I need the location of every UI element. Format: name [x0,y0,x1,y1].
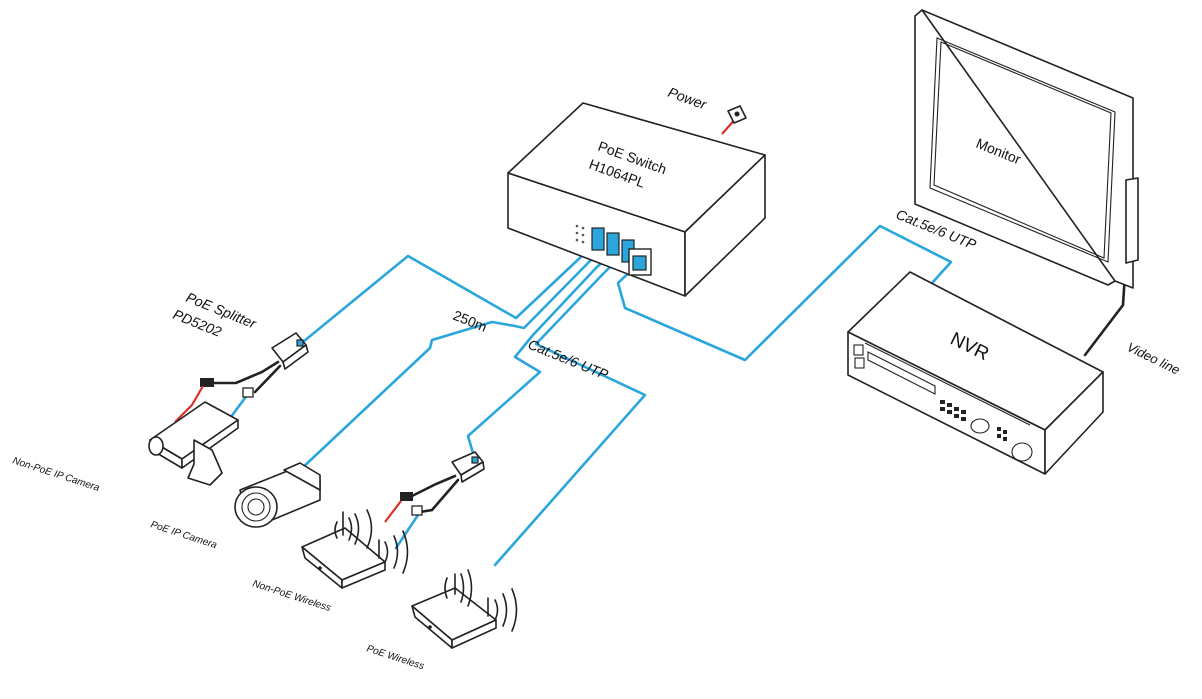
poe-camera-label: PoE IP Camera [149,519,219,551]
poe-wireless-label: PoE Wireless [365,643,425,672]
cable-switch-to-nvr [616,224,953,362]
power-label: Power [666,84,710,113]
cable-switch-to-poe-wireless [493,256,647,567]
poe-splitter-icon [174,332,309,423]
cat-label-middle: Cat.5e/6 UTP [526,336,611,383]
video-line-label: Video line [1125,339,1183,377]
port-2 [606,232,620,256]
non-poe-camera-label: Non-PoE IP Camera [11,455,101,494]
nvr-icon [847,271,1104,475]
bullet-camera-icon [234,462,321,528]
non-poe-wireless-label: Non-PoE Wireless [251,578,332,614]
wireless-router-icon [411,569,518,649]
cable-switch-to-splitter-mid [466,251,614,462]
cable-splitter-to-router [394,510,422,550]
poe-splitter-icon [384,451,485,523]
cable-switch-to-splitter-left [296,240,600,348]
power-socket-icon [727,105,747,124]
monitor-icon [914,9,1139,289]
cable-switch-to-poe-camera [298,246,606,472]
uplink-port-jack [632,255,647,271]
ip-camera-icon [148,401,239,486]
poe-switch-icon [507,102,766,297]
port-1 [591,227,605,251]
wireless-router-icon [301,509,409,589]
distance-label: 250m [451,307,489,335]
